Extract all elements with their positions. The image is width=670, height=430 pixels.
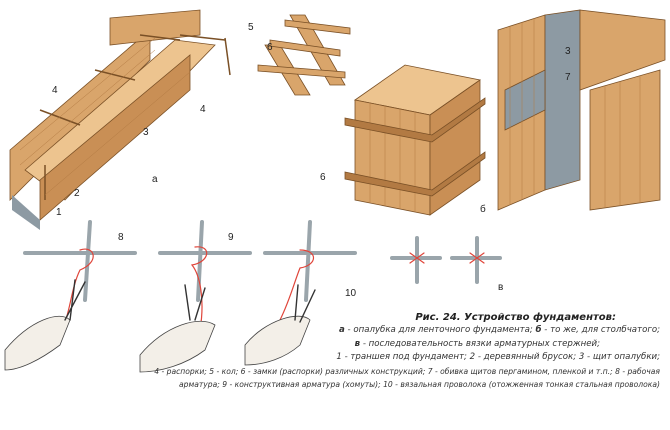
caption-text-b: - то же, для столбчатого; [541, 325, 660, 336]
caption-key-v: в [354, 338, 361, 349]
label-b-lining: 7 [565, 72, 571, 83]
caption-text-a: - опалубка для ленточного фундамента; [344, 325, 536, 336]
label-a-strut-2: 4 [200, 104, 206, 115]
caption-line-5: арматура; 9 - конструктивная арматура (х… [179, 380, 660, 390]
label-a-panel: 3 [143, 127, 149, 138]
label-v-working-rebar: 8 [118, 232, 124, 243]
strip-formwork-illustration [9, 9, 231, 230]
caption-text-v: - последовательность вязки арматурных ст… [360, 338, 600, 349]
caption-key-b: б [535, 325, 542, 336]
lock-frame-illustration [257, 14, 351, 96]
label-b-section: б [480, 203, 486, 215]
caption-line-4: 4 - распорки; 5 - кол; 6 - замки (распор… [154, 366, 660, 376]
label-a-section: а [152, 174, 158, 185]
label-b-panel: 3 [565, 46, 571, 57]
rebar-tying-illustration [4, 220, 502, 373]
caption-line-2: в - последовательность вязки арматурных … [4, 338, 600, 351]
column-formwork-illustration [344, 64, 486, 216]
caption-line-1: а - опалубка для ленточного фундамента; … [4, 324, 660, 337]
figure-caption: Рис. 24. Устройство фундаментов: а - опа… [4, 311, 660, 391]
label-v-section: в [498, 282, 503, 293]
formwork-panels-illustration [497, 9, 666, 211]
label-a-bar: 2 [74, 188, 80, 199]
label-v-wire: 10 [345, 288, 357, 299]
label-a-lock: 6 [267, 42, 273, 53]
caption-title: Рис. 24. Устройство фундаментов: [415, 312, 616, 323]
label-b-lock: 6 [320, 172, 326, 183]
label-a-stake: 5 [248, 22, 254, 33]
caption-key-a: а [338, 325, 345, 336]
label-v-construction-rebar: 9 [228, 232, 234, 243]
label-a-trench: 1 [56, 207, 62, 218]
label-a-strut-1: 4 [52, 85, 58, 96]
caption-line-3: 1 - траншея под фундамент; 2 - деревянны… [336, 352, 660, 363]
